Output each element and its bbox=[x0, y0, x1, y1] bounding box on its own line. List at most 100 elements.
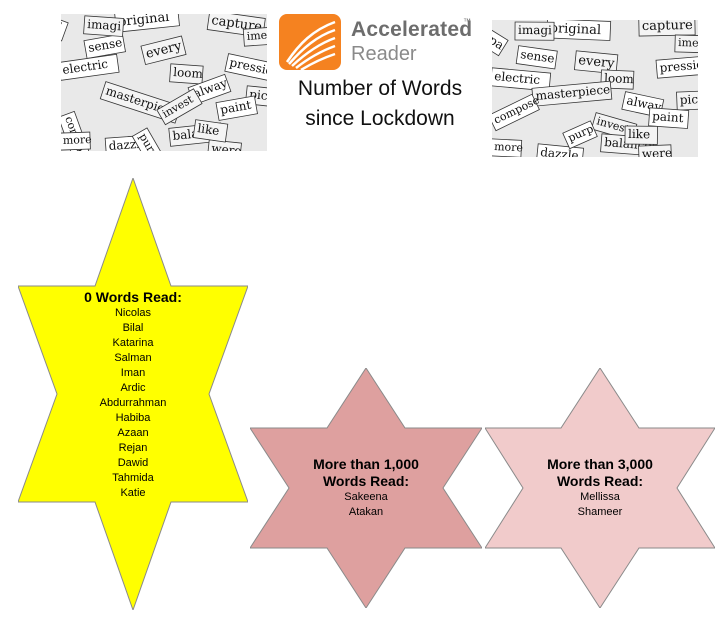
collage-word-tile-paper bbox=[648, 107, 690, 129]
collage-word-tile-paper bbox=[573, 50, 619, 75]
collage-word-tile: imagi bbox=[83, 15, 125, 37]
star-zero-words-text: 0 Words Read: Nicolas Bilal Katarina Sal… bbox=[48, 289, 218, 501]
star-polygon bbox=[250, 368, 482, 608]
collage-word-tile: electric bbox=[492, 67, 552, 92]
collage-word: every bbox=[578, 53, 616, 72]
collage-word: masterpiece bbox=[535, 82, 611, 103]
collage-word: more bbox=[494, 140, 523, 154]
collage-word-tile: compose bbox=[492, 93, 541, 132]
collage-word-tile: pressio bbox=[655, 55, 698, 79]
collage-word-tile: every bbox=[140, 35, 187, 66]
logo-trademark: ™ bbox=[463, 17, 471, 26]
collage-word-tile: sense bbox=[515, 45, 558, 70]
collage-word-tile-paper bbox=[676, 90, 698, 111]
student-name: Ardic bbox=[120, 382, 146, 394]
accelerated-reader-logo: Accelerated ™ Reader bbox=[279, 14, 479, 70]
student-name: Abdurrahman bbox=[99, 397, 167, 409]
collage-word-tile: paint bbox=[648, 107, 690, 129]
collage-word-tile: invest bbox=[156, 88, 203, 126]
collage-word: were bbox=[642, 146, 673, 157]
star-3000-words-heading: More than 3,000 Words Read: bbox=[547, 456, 653, 489]
student-name: Habiba bbox=[115, 412, 151, 424]
student-name: Azaan bbox=[117, 427, 149, 439]
collage-word-tile: electric bbox=[61, 53, 120, 81]
star-zero-words-heading: 0 Words Read: bbox=[84, 289, 182, 305]
collage-word-tile: more bbox=[492, 138, 523, 157]
logo-word-reader: Reader bbox=[351, 43, 417, 65]
student-name: Iman bbox=[120, 367, 146, 379]
collage-word: like bbox=[197, 121, 221, 138]
collage-word-tile-paper bbox=[61, 53, 120, 81]
collage-word-tile-paper bbox=[562, 120, 598, 150]
collage-word-tile-paper bbox=[638, 20, 696, 37]
collage-word-tile-paper bbox=[492, 138, 523, 157]
collage-word-tile-paper bbox=[515, 45, 558, 70]
star-zero-words-names: Nicolas Bilal Katarina Salman Iman Ardic… bbox=[48, 306, 218, 501]
collage-word-tile-paper bbox=[492, 67, 552, 92]
star-1000-words: More than 1,000 Words Read: Sakeena Atak… bbox=[250, 368, 482, 608]
collage-word: imagi bbox=[518, 23, 552, 37]
collage-word-tile-paper bbox=[514, 21, 555, 41]
collage-word: ime bbox=[246, 29, 267, 43]
student-name: Nicolas bbox=[114, 307, 152, 319]
collage-word-tile-paper bbox=[83, 33, 126, 59]
collage-word: sense bbox=[87, 35, 123, 55]
student-name: Tahmida bbox=[112, 472, 154, 484]
collage-word-tile-paper bbox=[492, 93, 540, 132]
collage-word-tile: purp bbox=[562, 120, 598, 150]
collage-word-tile-paper bbox=[224, 53, 267, 83]
collage-word-tile: paint bbox=[215, 95, 258, 121]
collage-word-tile: like bbox=[192, 119, 229, 143]
book-logo-icon bbox=[279, 14, 341, 70]
collage-word-tile-paper bbox=[624, 125, 658, 145]
collage-word-tile-paper bbox=[535, 143, 585, 157]
collage-word-tile-paper bbox=[674, 34, 698, 53]
student-name: Salman bbox=[114, 352, 152, 364]
collage-word-tile: pa bbox=[61, 16, 69, 42]
collage-word: pressio bbox=[659, 57, 698, 75]
collage-word: loom bbox=[604, 71, 635, 86]
star-polygon bbox=[485, 368, 715, 608]
student-name: Dawid bbox=[117, 457, 149, 469]
collage-word-tile-paper bbox=[83, 15, 125, 37]
student-name: Katie bbox=[120, 487, 146, 499]
star-shape-light-pink bbox=[485, 368, 715, 608]
collage-word-tile: more bbox=[61, 131, 92, 151]
collage-word-tile-paper bbox=[242, 27, 267, 47]
collage-word-tile: were bbox=[638, 144, 673, 157]
student-name: Bilal bbox=[122, 322, 144, 334]
collage-word-tile: like bbox=[624, 125, 658, 145]
collage-word-tile-paper bbox=[131, 127, 163, 151]
collage-word-tile: capture bbox=[638, 20, 696, 37]
collage-word: original bbox=[118, 14, 170, 30]
collage-word-tile: pa bbox=[492, 29, 509, 57]
collage-word: electric bbox=[494, 69, 541, 87]
collage-word-tile-paper bbox=[215, 95, 258, 121]
collage-word-tile: ime bbox=[674, 34, 698, 53]
star-polygon bbox=[18, 178, 248, 610]
collage-word: paint bbox=[652, 109, 684, 125]
collage-word: were bbox=[211, 141, 243, 151]
star-3000-words-text: More than 3,000 Words Read: Mellissa Sha… bbox=[520, 456, 680, 520]
collage-word: imagi bbox=[87, 17, 122, 33]
collage-word: capture bbox=[642, 20, 693, 34]
collage-word-tile-paper bbox=[192, 119, 229, 143]
student-name: Atakan bbox=[348, 506, 384, 518]
collage-word: like bbox=[628, 127, 650, 141]
collage-word-tile: original bbox=[114, 14, 180, 33]
collage-word: loom bbox=[173, 65, 204, 81]
collage-word: paint bbox=[219, 98, 252, 117]
collage-word: pa bbox=[61, 18, 65, 37]
student-name: Rejan bbox=[118, 442, 148, 454]
collage-word-tile: dazzle bbox=[535, 143, 585, 157]
star-1000-words-text: More than 1,000 Words Read: Sakeena Atak… bbox=[286, 456, 446, 520]
collage-word-tile: sense bbox=[83, 33, 126, 59]
collage-word: electric bbox=[61, 57, 109, 77]
collage-word: sense bbox=[520, 47, 556, 66]
collage-word-tile: masterpiece bbox=[531, 80, 613, 107]
collage-word-tile-paper bbox=[638, 144, 673, 157]
